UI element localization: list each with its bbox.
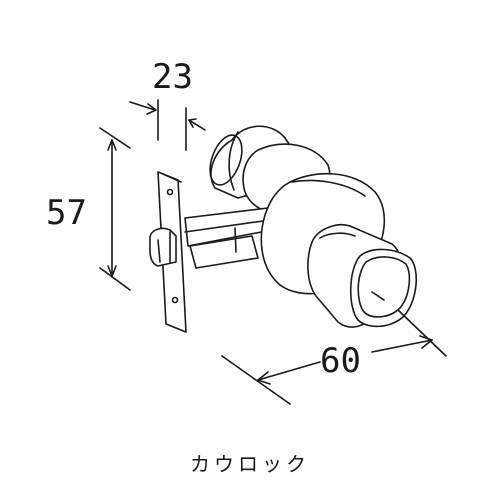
faceplate <box>149 171 187 333</box>
dimension-width: 23 <box>129 57 206 151</box>
dimension-length: 60 <box>221 309 447 405</box>
dimension-height-label: 57 <box>46 193 87 233</box>
dimension-width-label: 23 <box>152 57 193 97</box>
dimension-height: 57 <box>46 127 131 291</box>
product-caption: カウロック <box>190 452 310 476</box>
spindle-bar <box>184 207 273 269</box>
dimension-length-label: 60 <box>320 341 361 381</box>
